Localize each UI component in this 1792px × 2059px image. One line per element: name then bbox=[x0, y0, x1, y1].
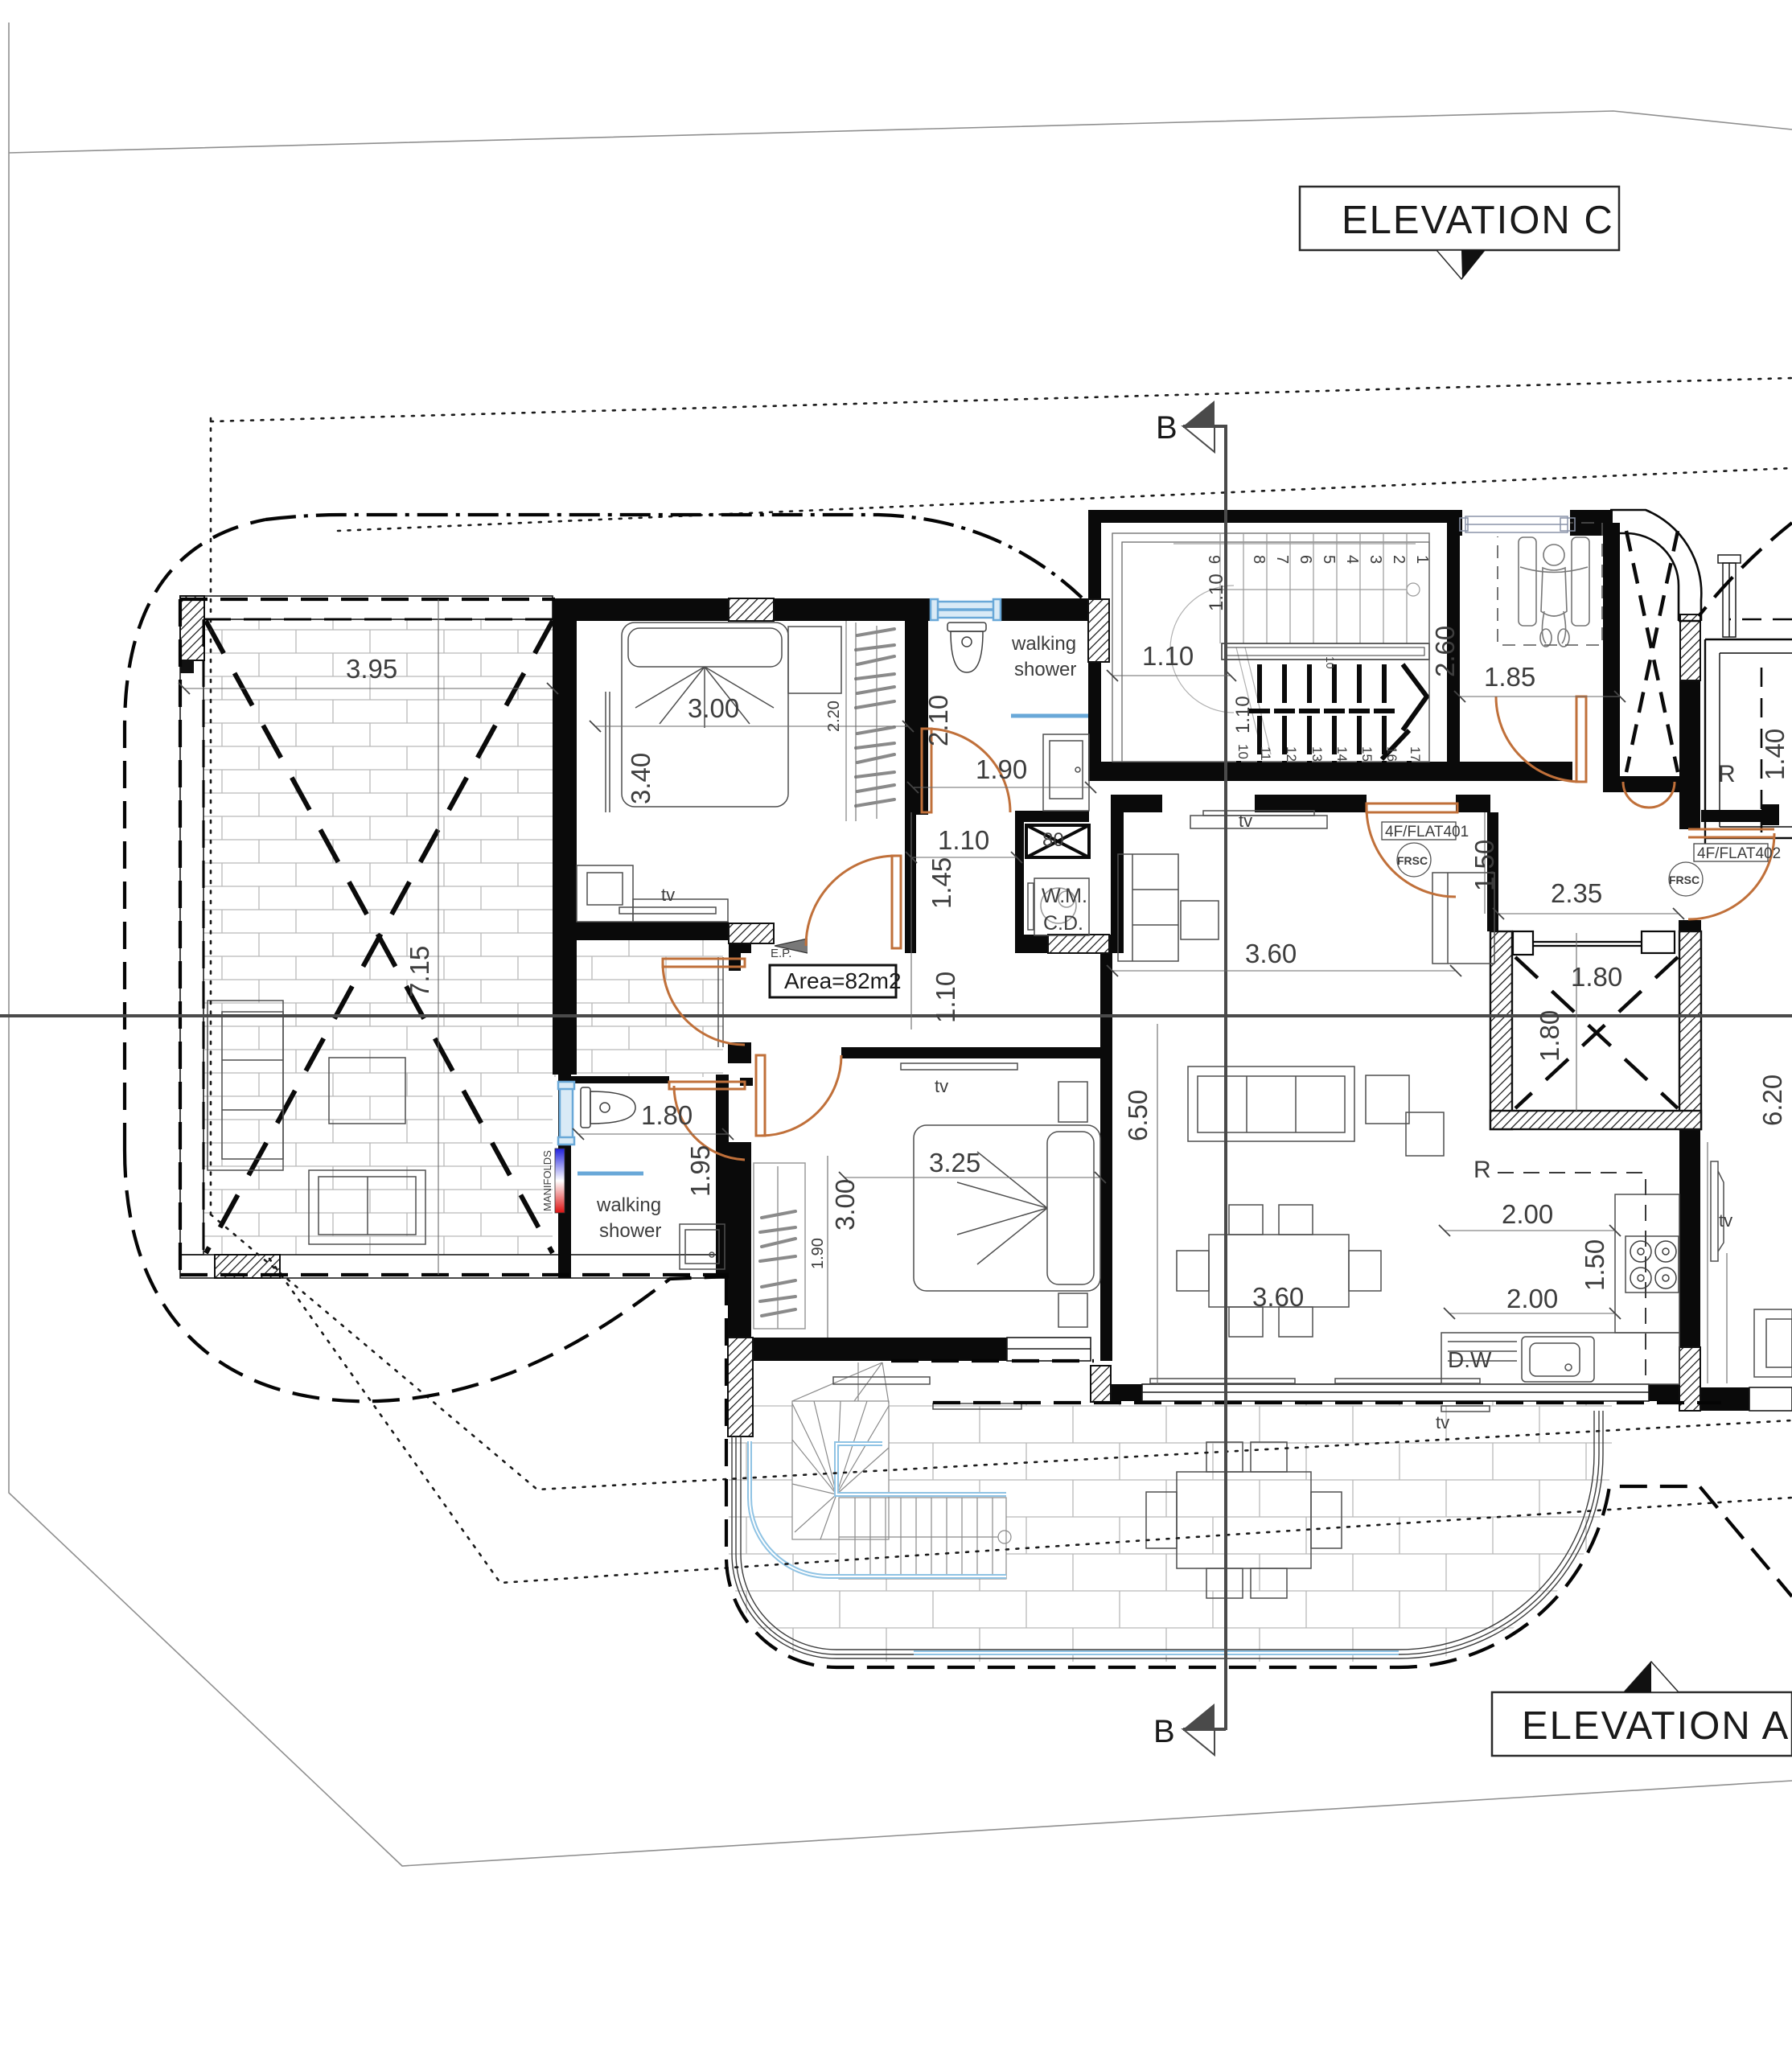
svg-text:13: 13 bbox=[1309, 746, 1325, 762]
svg-text:1: 1 bbox=[1413, 555, 1431, 564]
svg-text:tv: tv bbox=[1436, 1412, 1449, 1432]
svg-text:1.80: 1.80 bbox=[1571, 962, 1622, 992]
svg-text:walking: walking bbox=[1011, 633, 1076, 655]
svg-text:1.90: 1.90 bbox=[976, 754, 1027, 784]
svg-text:2.00: 2.00 bbox=[1506, 1284, 1558, 1313]
svg-text:4: 4 bbox=[1343, 555, 1361, 564]
svg-text:3.00: 3.00 bbox=[688, 693, 739, 723]
svg-text:C.D.: C.D. bbox=[1043, 912, 1083, 935]
svg-text:Area=82m2: Area=82m2 bbox=[784, 968, 902, 993]
svg-text:8: 8 bbox=[1250, 555, 1268, 564]
svg-text:6: 6 bbox=[1297, 555, 1314, 564]
svg-text:3.60: 3.60 bbox=[1252, 1282, 1304, 1312]
svg-text:10: 10 bbox=[1235, 744, 1251, 759]
svg-text:10: 10 bbox=[1324, 656, 1337, 669]
svg-text:B: B bbox=[1156, 410, 1178, 446]
svg-text:R: R bbox=[1718, 761, 1736, 787]
svg-text:1.10: 1.10 bbox=[1142, 641, 1194, 671]
svg-text:2: 2 bbox=[1390, 555, 1408, 564]
svg-text:tv: tv bbox=[935, 1076, 948, 1096]
svg-text:17: 17 bbox=[1408, 746, 1423, 762]
svg-text:1.95: 1.95 bbox=[685, 1145, 715, 1197]
svg-text:3: 3 bbox=[1367, 555, 1384, 564]
svg-text:3.60: 3.60 bbox=[1245, 939, 1297, 968]
svg-text:4F/FLAT401: 4F/FLAT401 bbox=[1385, 824, 1469, 840]
svg-text:2.10: 2.10 bbox=[923, 695, 953, 746]
svg-text:15: 15 bbox=[1359, 746, 1375, 762]
svg-text:7.15: 7.15 bbox=[405, 946, 434, 997]
svg-text:6.50: 6.50 bbox=[1123, 1090, 1153, 1141]
svg-text:16: 16 bbox=[1384, 746, 1399, 762]
svg-text:5: 5 bbox=[1320, 555, 1338, 564]
svg-text:shower: shower bbox=[1014, 659, 1076, 680]
svg-text:2.20: 2.20 bbox=[825, 701, 843, 732]
svg-text:11: 11 bbox=[1258, 746, 1273, 761]
svg-text:1.10: 1.10 bbox=[931, 972, 960, 1023]
svg-text:1.10: 1.10 bbox=[938, 825, 989, 855]
svg-text:7: 7 bbox=[1273, 555, 1291, 564]
svg-text:1.80: 1.80 bbox=[641, 1100, 693, 1130]
svg-text:shower: shower bbox=[599, 1220, 661, 1242]
svg-text:2.35: 2.35 bbox=[1551, 878, 1602, 908]
svg-text:12: 12 bbox=[1284, 746, 1299, 762]
svg-text:tv: tv bbox=[661, 885, 675, 905]
svg-text:1.85: 1.85 bbox=[1484, 662, 1535, 692]
svg-text:tv: tv bbox=[1719, 1210, 1732, 1231]
svg-text:B: B bbox=[1153, 1714, 1175, 1749]
svg-text:1.90: 1.90 bbox=[809, 1238, 827, 1269]
svg-text:3.95: 3.95 bbox=[346, 654, 397, 684]
svg-text:80: 80 bbox=[1042, 829, 1064, 851]
svg-text:6.20: 6.20 bbox=[1757, 1075, 1787, 1126]
svg-text:1.10: 1.10 bbox=[1206, 573, 1227, 611]
svg-text:2.00: 2.00 bbox=[1502, 1199, 1553, 1229]
svg-text:9: 9 bbox=[1205, 555, 1223, 564]
svg-text:1.50: 1.50 bbox=[1580, 1239, 1609, 1291]
svg-text:E.P.: E.P. bbox=[771, 947, 791, 960]
svg-text:1.45: 1.45 bbox=[927, 857, 956, 909]
svg-text:D.W: D.W bbox=[1448, 1347, 1492, 1372]
svg-text:2.60: 2.60 bbox=[1430, 626, 1460, 677]
svg-text:ELEVATION A: ELEVATION A bbox=[1522, 1704, 1790, 1748]
svg-text:R: R bbox=[1473, 1157, 1491, 1183]
svg-text:W.M.: W.M. bbox=[1042, 885, 1087, 907]
svg-text:MANIFOLDS: MANIFOLDS bbox=[541, 1150, 553, 1211]
svg-text:3.00: 3.00 bbox=[830, 1179, 860, 1231]
svg-text:walking: walking bbox=[596, 1194, 661, 1216]
svg-text:14: 14 bbox=[1334, 746, 1350, 762]
svg-text:1.50: 1.50 bbox=[1469, 840, 1499, 891]
svg-text:1.40: 1.40 bbox=[1760, 729, 1790, 780]
svg-text:3.25: 3.25 bbox=[929, 1148, 980, 1177]
svg-text:4F/FLAT402: 4F/FLAT402 bbox=[1697, 845, 1781, 862]
svg-text:tv: tv bbox=[1239, 811, 1252, 831]
svg-text:ELEVATION C: ELEVATION C bbox=[1342, 199, 1614, 242]
svg-text:FRSC: FRSC bbox=[1397, 854, 1428, 867]
svg-text:3.40: 3.40 bbox=[626, 753, 656, 804]
svg-text:FRSC: FRSC bbox=[1669, 873, 1700, 886]
svg-text:1.10: 1.10 bbox=[1232, 696, 1254, 734]
svg-text:1.80: 1.80 bbox=[1535, 1010, 1564, 1062]
